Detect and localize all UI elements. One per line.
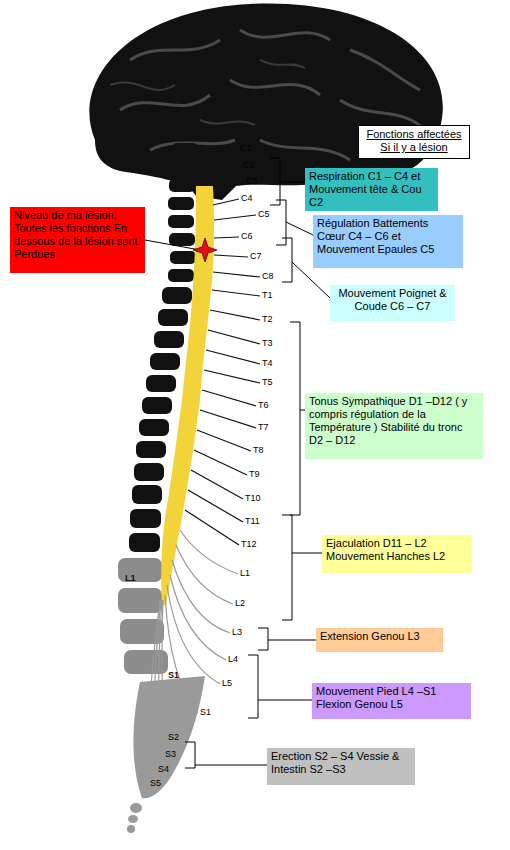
segment-label: C6 bbox=[241, 231, 253, 241]
box-text: Respiration C1 – C4 et Mouvement tête & … bbox=[309, 170, 434, 209]
sacrum bbox=[128, 815, 138, 823]
vertebra bbox=[154, 331, 184, 348]
vertebra bbox=[132, 485, 162, 504]
function-box: Respiration C1 – C4 et Mouvement tête & … bbox=[305, 168, 438, 211]
bracket bbox=[185, 742, 267, 768]
sacrum bbox=[127, 825, 135, 833]
bracket bbox=[282, 515, 322, 620]
segment-label: L4 bbox=[228, 654, 238, 664]
segment-label: T6 bbox=[258, 400, 269, 410]
box-text: Mouvement Pied L4 –S1 Flexion Genou L5 bbox=[316, 685, 467, 711]
box-text: Régulation Battements Cœur C4 – C6 et Mo… bbox=[317, 217, 459, 256]
segment-label: S5 bbox=[150, 778, 161, 788]
vertebra bbox=[130, 509, 161, 528]
vertebra bbox=[139, 419, 169, 436]
function-box: Mouvement Pied L4 –S1 Flexion Genou L5 bbox=[312, 683, 471, 719]
box-text: Ejaculation D11 – L2 Mouvement Hanches L… bbox=[326, 537, 468, 563]
lumbar-vertebra bbox=[118, 558, 162, 582]
segment-label: C5 bbox=[258, 209, 270, 219]
vertebra bbox=[162, 287, 192, 304]
segment-label: L5 bbox=[222, 678, 232, 688]
vertebra bbox=[150, 353, 180, 370]
vertebra bbox=[142, 397, 172, 414]
vertebra bbox=[171, 161, 197, 174]
vertebra bbox=[134, 463, 164, 481]
segment-label: L1 bbox=[240, 568, 250, 578]
box-text: Niveau de ma lésion, Toutes les fonction… bbox=[14, 209, 141, 261]
function-box: Mouvement Poignet & Coude C6 – C7 bbox=[330, 285, 455, 321]
vertebra bbox=[136, 441, 166, 458]
segment-label: L1 bbox=[125, 573, 136, 583]
box-text: Extension Genou L3 bbox=[320, 630, 439, 643]
lesion-note-box: Niveau de ma lésion, Toutes les fonction… bbox=[10, 207, 145, 273]
box-text: Mouvement Poignet & Coude C6 – C7 bbox=[334, 287, 451, 313]
segment-label: T11 bbox=[245, 516, 260, 526]
sacrum bbox=[127, 676, 205, 833]
vertebra bbox=[146, 375, 176, 392]
lesion-marker bbox=[145, 238, 217, 262]
segment-label: C8 bbox=[262, 271, 274, 281]
cauda-equina bbox=[148, 530, 239, 784]
segment-label: S3 bbox=[165, 749, 176, 759]
segment-label: L3 bbox=[232, 627, 242, 637]
segment-label: C2 bbox=[243, 160, 255, 170]
cauda-equina bbox=[148, 530, 239, 784]
vertebra bbox=[129, 533, 160, 552]
function-box: Régulation Battements Cœur C4 – C6 et Mo… bbox=[313, 215, 463, 268]
lumbar-vertebra bbox=[118, 588, 162, 613]
lesion-marker bbox=[145, 240, 200, 250]
box-text: Tonus Sympathique D1 –D12 ( y compris ré… bbox=[309, 395, 479, 447]
function-box: Erection S2 – S4 Vessie & Intestin S2 –S… bbox=[267, 748, 415, 785]
bracket bbox=[185, 158, 330, 768]
bracket bbox=[258, 628, 316, 650]
segment-label: T7 bbox=[258, 422, 269, 432]
nerve-root bbox=[185, 290, 260, 545]
segment-label: T8 bbox=[253, 445, 264, 455]
segment-label: S1 bbox=[168, 670, 179, 680]
segment-label: T5 bbox=[262, 377, 273, 387]
vertebra bbox=[158, 309, 188, 326]
nerve-root bbox=[185, 150, 260, 545]
sacrum bbox=[133, 676, 205, 798]
segment-label: L2 bbox=[235, 598, 245, 608]
vertebra bbox=[172, 143, 198, 156]
sacrum bbox=[130, 803, 142, 813]
function-box: Extension Genou L3 bbox=[316, 628, 443, 652]
bracket bbox=[248, 655, 312, 718]
box-text: Fonctions affectées Si il y a lésion bbox=[363, 128, 465, 154]
segment-label: T3 bbox=[262, 338, 273, 348]
vertebra bbox=[169, 233, 195, 246]
segment-label: C4 bbox=[241, 193, 253, 203]
segment-label: C1 bbox=[240, 143, 252, 153]
segment-label: S2 bbox=[168, 732, 179, 742]
vertebra bbox=[168, 269, 194, 282]
lesion-marker bbox=[193, 238, 217, 262]
segment-label: T4 bbox=[262, 358, 273, 368]
segment-label: S4 bbox=[158, 764, 169, 774]
lumbar-vertebra bbox=[124, 650, 168, 674]
box-text: Erection S2 – S4 Vessie & Intestin S2 –S… bbox=[271, 750, 411, 776]
bracket bbox=[290, 322, 305, 515]
vertebra bbox=[168, 215, 194, 228]
bracket bbox=[270, 158, 305, 205]
segment-label: T12 bbox=[241, 539, 257, 549]
function-box: Ejaculation D11 – L2 Mouvement Hanches L… bbox=[322, 535, 472, 573]
segment-label: T10 bbox=[245, 493, 261, 503]
segment-label: T1 bbox=[262, 290, 273, 300]
segment-label: C7 bbox=[250, 251, 262, 261]
segment-label: C3 bbox=[246, 176, 258, 186]
vertebra bbox=[169, 179, 195, 192]
vertebra bbox=[170, 251, 196, 264]
segment-label: S1 bbox=[200, 707, 211, 717]
segment-label: T9 bbox=[249, 469, 260, 479]
segment-label: T2 bbox=[262, 314, 273, 324]
legend-header-box: Fonctions affectées Si il y a lésion bbox=[358, 125, 470, 159]
vertebra bbox=[168, 197, 194, 210]
function-box: Tonus Sympathique D1 –D12 ( y compris ré… bbox=[305, 393, 483, 459]
